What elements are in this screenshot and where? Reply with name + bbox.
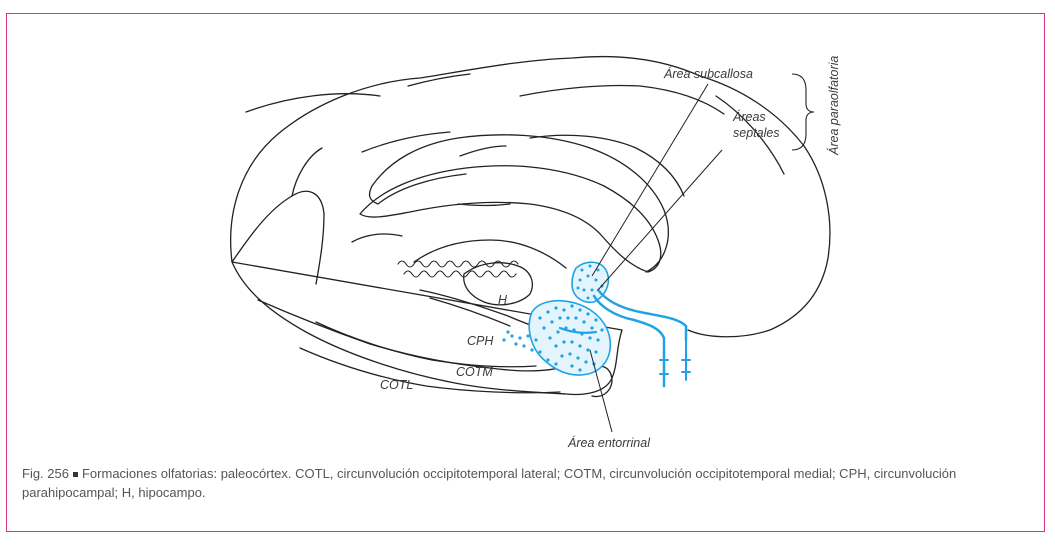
sulcus-line [520, 85, 724, 114]
cotm-gyrus-outline [316, 322, 536, 367]
label-cph: CPH [467, 334, 493, 348]
sulcus-line [460, 146, 506, 156]
entorhinal-area-region [529, 301, 610, 375]
caption-text: Formaciones olfatorias: paleocórtex. COT… [22, 466, 956, 500]
hippocampus-wavy [398, 261, 518, 267]
sulcus-line [246, 94, 380, 112]
label-area-paraolfatoria: Área paraolfatoria [827, 56, 841, 155]
corpus-callosum-outline [360, 166, 661, 272]
olfactory-tract [598, 290, 686, 340]
label-areas: Áreas [733, 110, 766, 124]
leader-line-septales [598, 150, 722, 290]
label-area-subcallosa: Área subcallosa [664, 67, 753, 81]
sulcus-line [530, 135, 684, 196]
label-area-entorrinal: Área entorrinal [568, 436, 650, 450]
figure-number: Fig. 256 [22, 466, 69, 481]
label-septales: septales [733, 126, 780, 140]
label-cotl: COTL [380, 378, 413, 392]
sulcus-line [408, 74, 470, 86]
label-h: H [498, 293, 507, 307]
label-cotm: COTM [456, 365, 493, 379]
leader-line-subcallosa [592, 84, 708, 276]
hemisphere-outline [231, 57, 830, 395]
paleocortex-highlight [529, 262, 690, 386]
paraolfactory-brace [792, 74, 814, 150]
hippocampus-wavy [404, 271, 516, 277]
caption-bullet [73, 472, 78, 477]
temporal-gyrus-outline [258, 300, 566, 371]
